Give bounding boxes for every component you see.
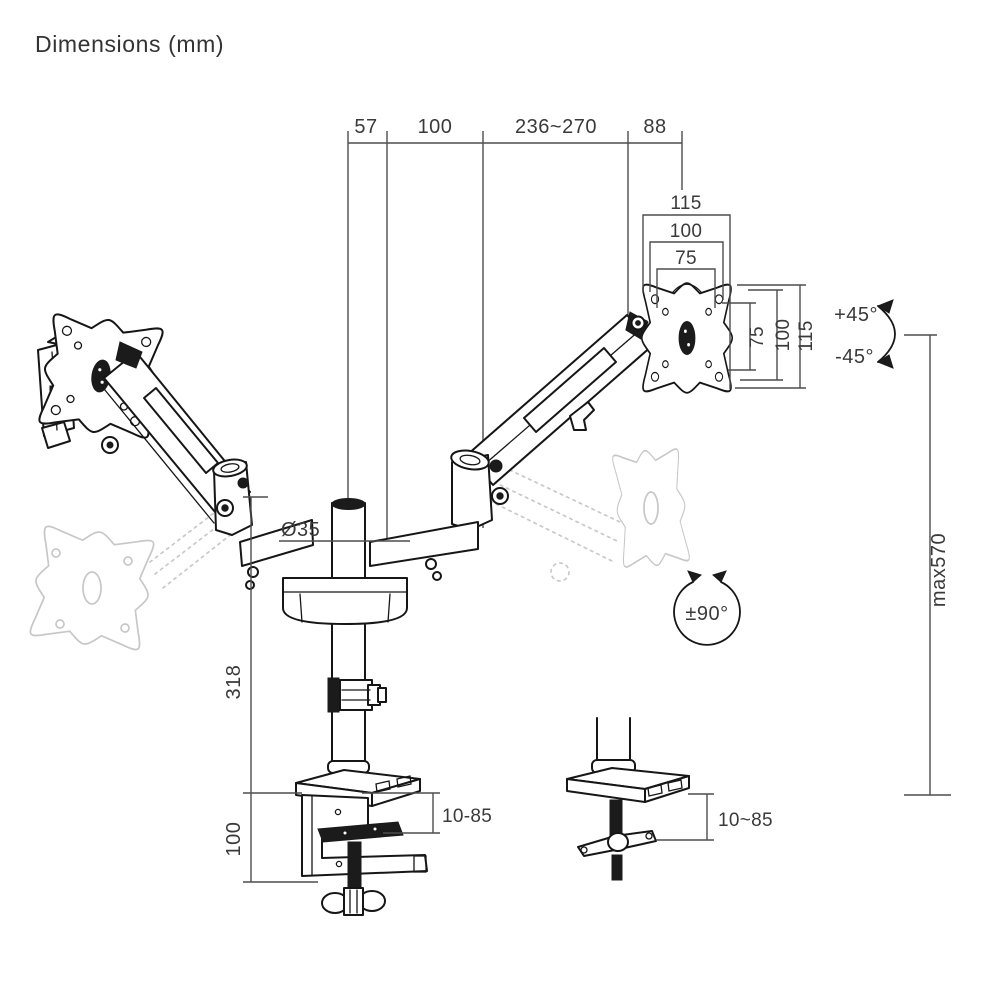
ghost-arm-right <box>489 446 692 582</box>
grommet-wing-nut <box>577 830 657 857</box>
dimension-grommet-range: 10~85 <box>656 793 773 841</box>
dimension-pole-diameter: Ø35 <box>279 519 410 542</box>
center-pole <box>331 498 366 767</box>
dim-label-88: 88 <box>643 116 666 138</box>
swivel-arrow-icon <box>673 570 741 646</box>
dim-label-10-85: 10-85 <box>442 806 492 827</box>
dim-label-100-clamp: 100 <box>223 822 245 857</box>
clamp-wing-knob <box>321 887 386 916</box>
dim-label-100-top: 100 <box>418 116 453 138</box>
tilt-annotation: +45° -45° <box>834 299 896 369</box>
dimension-max-height: max570 <box>904 334 951 796</box>
dim-label-57: 57 <box>354 116 377 138</box>
dim-label-75-w: 75 <box>675 248 697 269</box>
vesa-plate-right <box>625 282 734 394</box>
hub-assembly <box>239 519 479 625</box>
dim-label-75-h: 75 <box>747 326 768 348</box>
grommet-mount <box>566 717 690 881</box>
elbow-joint-right <box>450 449 509 531</box>
dim-label-100-h: 100 <box>773 319 794 352</box>
dimension-top-row: 57 100 236~270 88 <box>348 116 682 144</box>
dim-label-10-85-grommet: 10~85 <box>718 810 773 831</box>
dim-label-236-270: 236~270 <box>515 116 597 138</box>
swivel-annotation: ±90° <box>673 570 741 646</box>
dimension-vesa-width: 115 100 75 <box>642 193 731 389</box>
dimension-column-height: 318 <box>223 496 268 793</box>
desk-clamp <box>301 794 428 916</box>
dimension-clamp-range: 10-85 <box>362 792 492 834</box>
tilt-arrow-icon <box>876 299 896 369</box>
swivel-label: ±90° <box>685 603 728 625</box>
tilt-up-label: +45° <box>834 304 878 326</box>
dim-label-max570: max570 <box>928 533 950 607</box>
dim-label-100-w: 100 <box>670 221 703 242</box>
elbow-joint-left <box>212 458 253 536</box>
dim-label-318: 318 <box>223 665 245 700</box>
pole-adjuster <box>327 677 387 713</box>
page-title: Dimensions (mm) <box>35 31 224 57</box>
dimension-clamp-height: 100 <box>223 792 318 883</box>
dim-label-diameter: Ø35 <box>281 519 320 541</box>
dimension-vesa-height: 75 100 115 <box>722 284 817 389</box>
tilt-down-label: -45° <box>835 346 874 368</box>
dim-label-115-h: 115 <box>796 320 817 351</box>
dim-label-115-w: 115 <box>670 193 701 214</box>
